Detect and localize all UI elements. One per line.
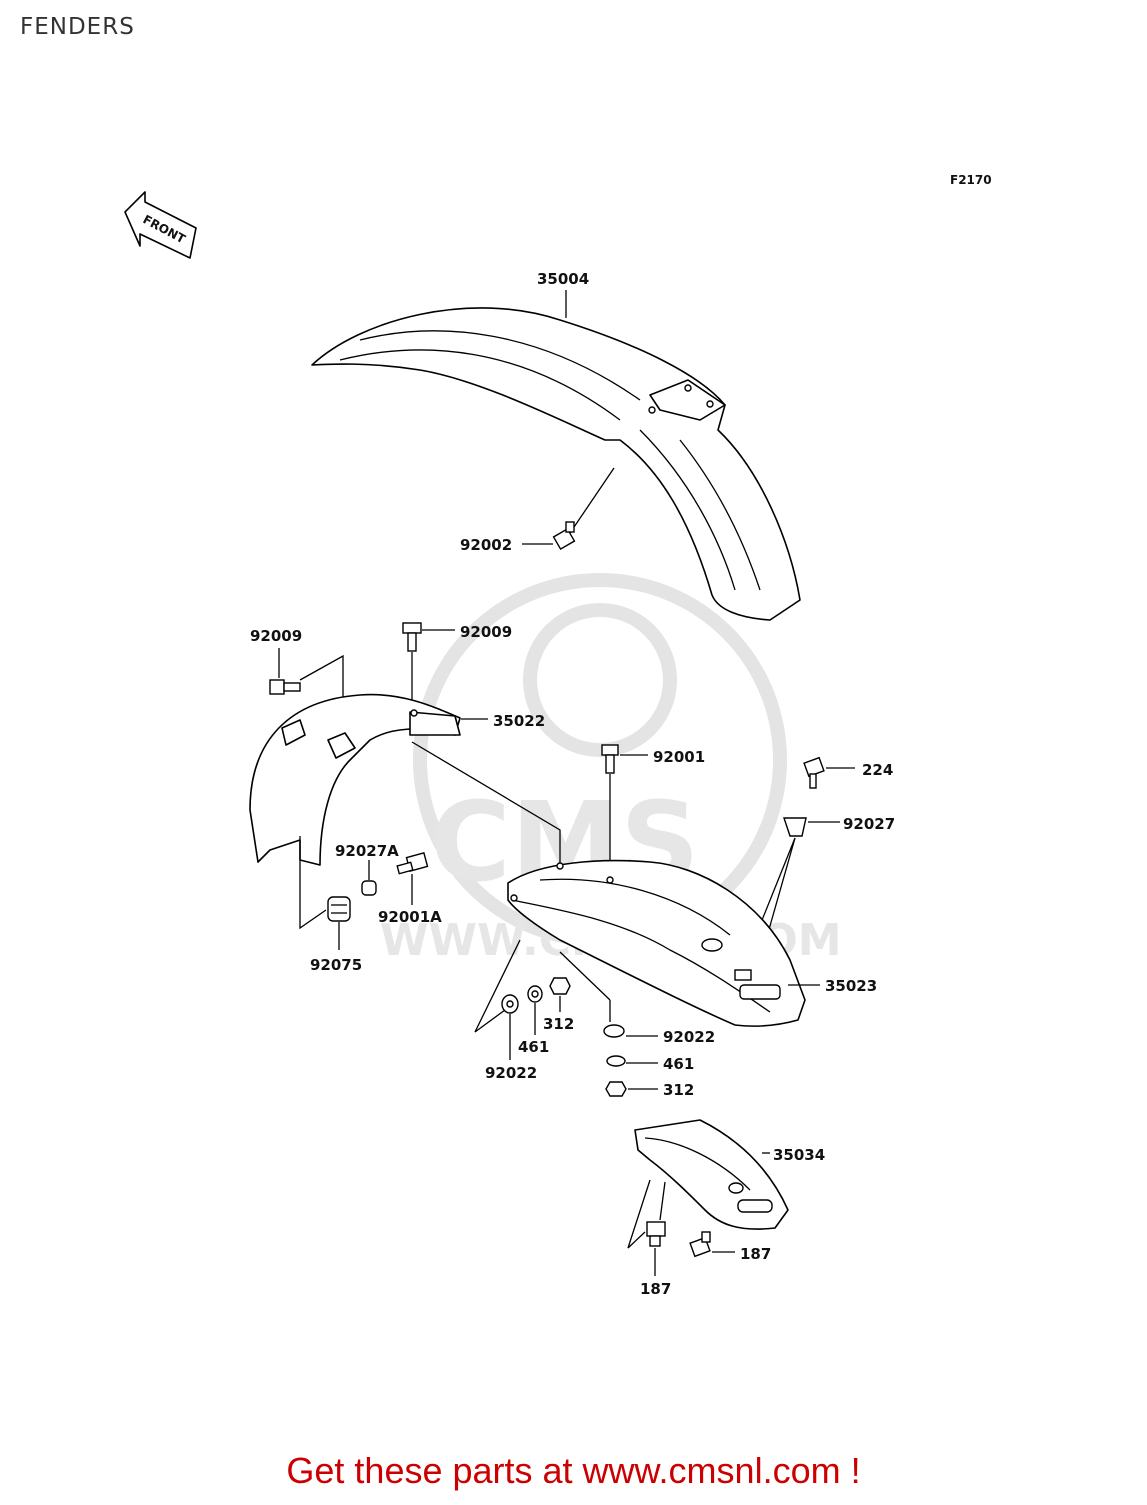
- bolt-92009-top: [402, 622, 422, 652]
- inner-fender-35022: [249, 693, 461, 866]
- callout-312-a: 312: [543, 1015, 574, 1033]
- callout-92075: 92075: [310, 956, 362, 974]
- callout-92022-a: 92022: [485, 1064, 537, 1082]
- front-arrow-icon: FRONT: [124, 191, 197, 259]
- callout-92002: 92002: [460, 536, 512, 554]
- lockwasher-461-a: [527, 985, 543, 1003]
- bolt-187-right: [689, 1231, 711, 1258]
- callout-92001: 92001: [653, 748, 705, 766]
- footer-link[interactable]: Get these parts at www.cmsnl.com !: [286, 1450, 861, 1491]
- callout-35034: 35034: [773, 1146, 825, 1164]
- nut-312-a: [549, 977, 571, 995]
- callout-461-a: 461: [518, 1038, 549, 1056]
- figure-code: F2170: [950, 173, 992, 187]
- bolt-92001A: [396, 852, 429, 875]
- front-fender: [311, 307, 801, 621]
- callout-35022: 35022: [493, 712, 545, 730]
- callout-461-b: 461: [663, 1055, 694, 1073]
- callout-35023: 35023: [825, 977, 877, 995]
- washer-92022-b: [603, 1024, 625, 1038]
- bolt-187-left: [646, 1221, 666, 1247]
- grommet-92027: [783, 817, 807, 837]
- nut-312-b: [605, 1081, 627, 1097]
- bolt-92002: [552, 521, 576, 551]
- lockwasher-461-b: [606, 1055, 626, 1067]
- callout-35004: 35004: [537, 270, 589, 288]
- callout-92027A: 92027A: [335, 842, 399, 860]
- callout-92027: 92027: [843, 815, 895, 833]
- callout-92009-left: 92009: [250, 627, 302, 645]
- callout-92001A: 92001A: [378, 908, 442, 926]
- callout-92009-top: 92009: [460, 623, 512, 641]
- damper-92075: [327, 896, 351, 922]
- rear-fender-35023: [507, 859, 806, 1027]
- callout-312-b: 312: [663, 1081, 694, 1099]
- mudflap-35034: [634, 1119, 789, 1230]
- page-title: FENDERS: [20, 14, 135, 40]
- washer-92022-a: [501, 994, 519, 1014]
- callout-187-bottom: 187: [640, 1280, 671, 1298]
- callout-92022-b: 92022: [663, 1028, 715, 1046]
- bolt-92009-left: [269, 679, 301, 695]
- callout-187-right: 187: [740, 1245, 771, 1263]
- collar-92027A: [361, 880, 377, 896]
- bolt-224: [803, 756, 825, 789]
- callout-224: 224: [862, 761, 893, 779]
- bolt-92001: [601, 744, 619, 774]
